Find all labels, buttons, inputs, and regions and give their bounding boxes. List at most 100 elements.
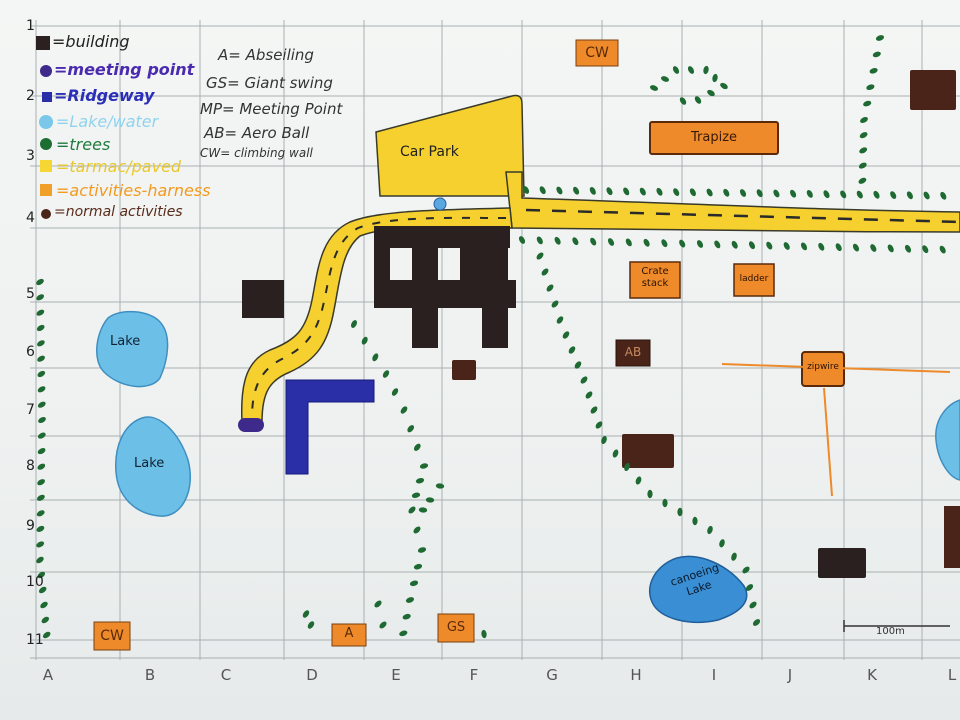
tree-dot [37,340,45,347]
lake-1[interactable] [96,310,169,388]
tree-dot [689,188,696,197]
tree-dot [302,610,310,618]
tree-dot [823,190,830,199]
tree-dot [647,489,653,499]
legend-normal: =normal activities [54,204,183,220]
tree-dot [415,477,425,484]
tree-dot [694,96,702,104]
tree-dot [38,416,46,424]
tree-dot [568,346,576,354]
tree-dot [661,239,668,248]
abseil-box[interactable] [331,623,367,647]
row-label: 3 [26,148,35,164]
legend-swatch-meeting-point [40,65,52,77]
row-label: 2 [26,88,35,104]
legend-harness: =activities-harness [56,181,211,200]
tree-dot [766,241,773,250]
column-label: L [947,666,957,684]
abbr-giant-swing: GS= Giant swing [206,74,333,92]
tree-dot [818,242,825,251]
tree-dot [662,498,668,508]
tree-dot [36,510,45,517]
tree-dot [707,89,715,97]
abbr-abseiling: A= Abseiling [218,46,314,64]
tree-dot [773,189,780,198]
canoeing-lake[interactable] [648,555,748,623]
tree-dot [870,244,877,252]
tree-dot [643,238,650,247]
ab-box[interactable] [615,339,651,367]
tree-dot [411,492,421,499]
legend-swatch-tarmac [40,160,52,172]
tree-dot [408,506,416,514]
tree-dot [413,526,421,534]
column-label: J [787,666,793,684]
legend-ridgeway: =Ridgeway [54,86,155,105]
column-label: C [220,666,232,684]
tree-dot [940,191,947,200]
cw-top-box[interactable] [575,39,619,67]
tree-dot [869,67,878,74]
main-road-dashes [525,208,960,224]
tree-dot [887,244,894,253]
building-l-east[interactable] [944,506,960,568]
tree-dot [551,300,559,308]
tree-dot [391,388,399,396]
main-road[interactable] [505,171,960,233]
building-small-f6[interactable] [452,360,476,380]
tree-dot [756,189,763,198]
meeting-point-path-end[interactable] [238,418,264,432]
tree-dot [749,601,757,609]
column-label: B [144,666,156,684]
lake-2[interactable] [115,416,192,517]
building-main[interactable] [374,226,516,348]
giant-swing-box[interactable] [437,613,475,643]
tree-dot [37,463,46,470]
tree-dot [36,324,45,332]
tree-dot [518,236,526,244]
building-l1[interactable] [910,70,956,110]
meeting-point-car-park[interactable] [433,197,447,211]
column-label: I [711,666,717,684]
tree-dot [906,191,913,200]
tree-dot [859,147,868,154]
trapeze-box[interactable] [649,121,779,155]
column-label: G [546,666,558,684]
tree-dot [835,243,842,252]
cw-bottom-box[interactable] [93,621,131,651]
building-k10[interactable] [818,548,866,578]
tree-dot [572,237,579,246]
tree-dot [589,187,596,195]
tree-dot [38,586,47,594]
tree-dot [748,241,756,250]
row-label: 6 [26,344,35,360]
tree-dot [41,616,50,624]
ladder-box[interactable] [733,263,775,297]
tree-dot [405,597,415,603]
tree-dot [742,566,750,574]
legend-tarmac: =tarmac/paved [56,157,182,176]
tree-dot [731,552,737,561]
tree-dot [840,190,847,199]
lake-east-edge[interactable] [935,399,960,481]
tree-dot [783,242,790,250]
tree-dot [703,65,709,75]
tree-dot [419,463,429,469]
tree-dot [554,236,561,245]
normal-activity-h8[interactable] [622,434,674,468]
ridgeway[interactable] [285,379,375,475]
legend-trees: =trees [56,135,111,154]
tree-dot [860,116,868,124]
crate-stack-box[interactable] [629,261,681,299]
tree-dot [546,284,554,292]
tree-dot [752,619,761,626]
car-park-area[interactable] [375,94,525,197]
row-label: 1 [26,18,35,34]
tree-dot [372,353,379,362]
tree-dot [625,238,632,247]
building-small-west[interactable] [242,280,284,318]
tree-dot [590,406,598,414]
tree-dot [745,584,754,591]
tree-dot [672,66,680,74]
